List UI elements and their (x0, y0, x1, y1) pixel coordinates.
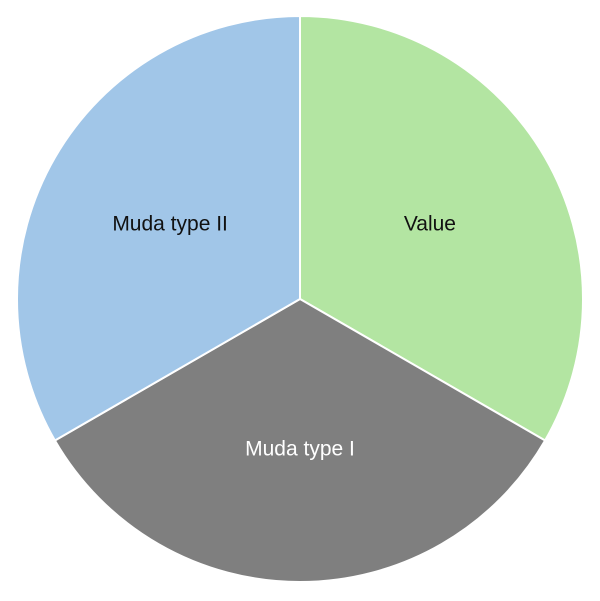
pie-slice-muda-type-ii (16, 15, 301, 442)
pie-slice-muda-type-i (53, 298, 547, 583)
pie-label-muda-type-i: Muda type I (245, 438, 355, 461)
pie-slice-value (299, 15, 584, 442)
pie-slices (16, 15, 584, 583)
pie-label-muda-type-ii: Muda type II (112, 213, 228, 236)
pie-label-value: Value (404, 213, 456, 236)
